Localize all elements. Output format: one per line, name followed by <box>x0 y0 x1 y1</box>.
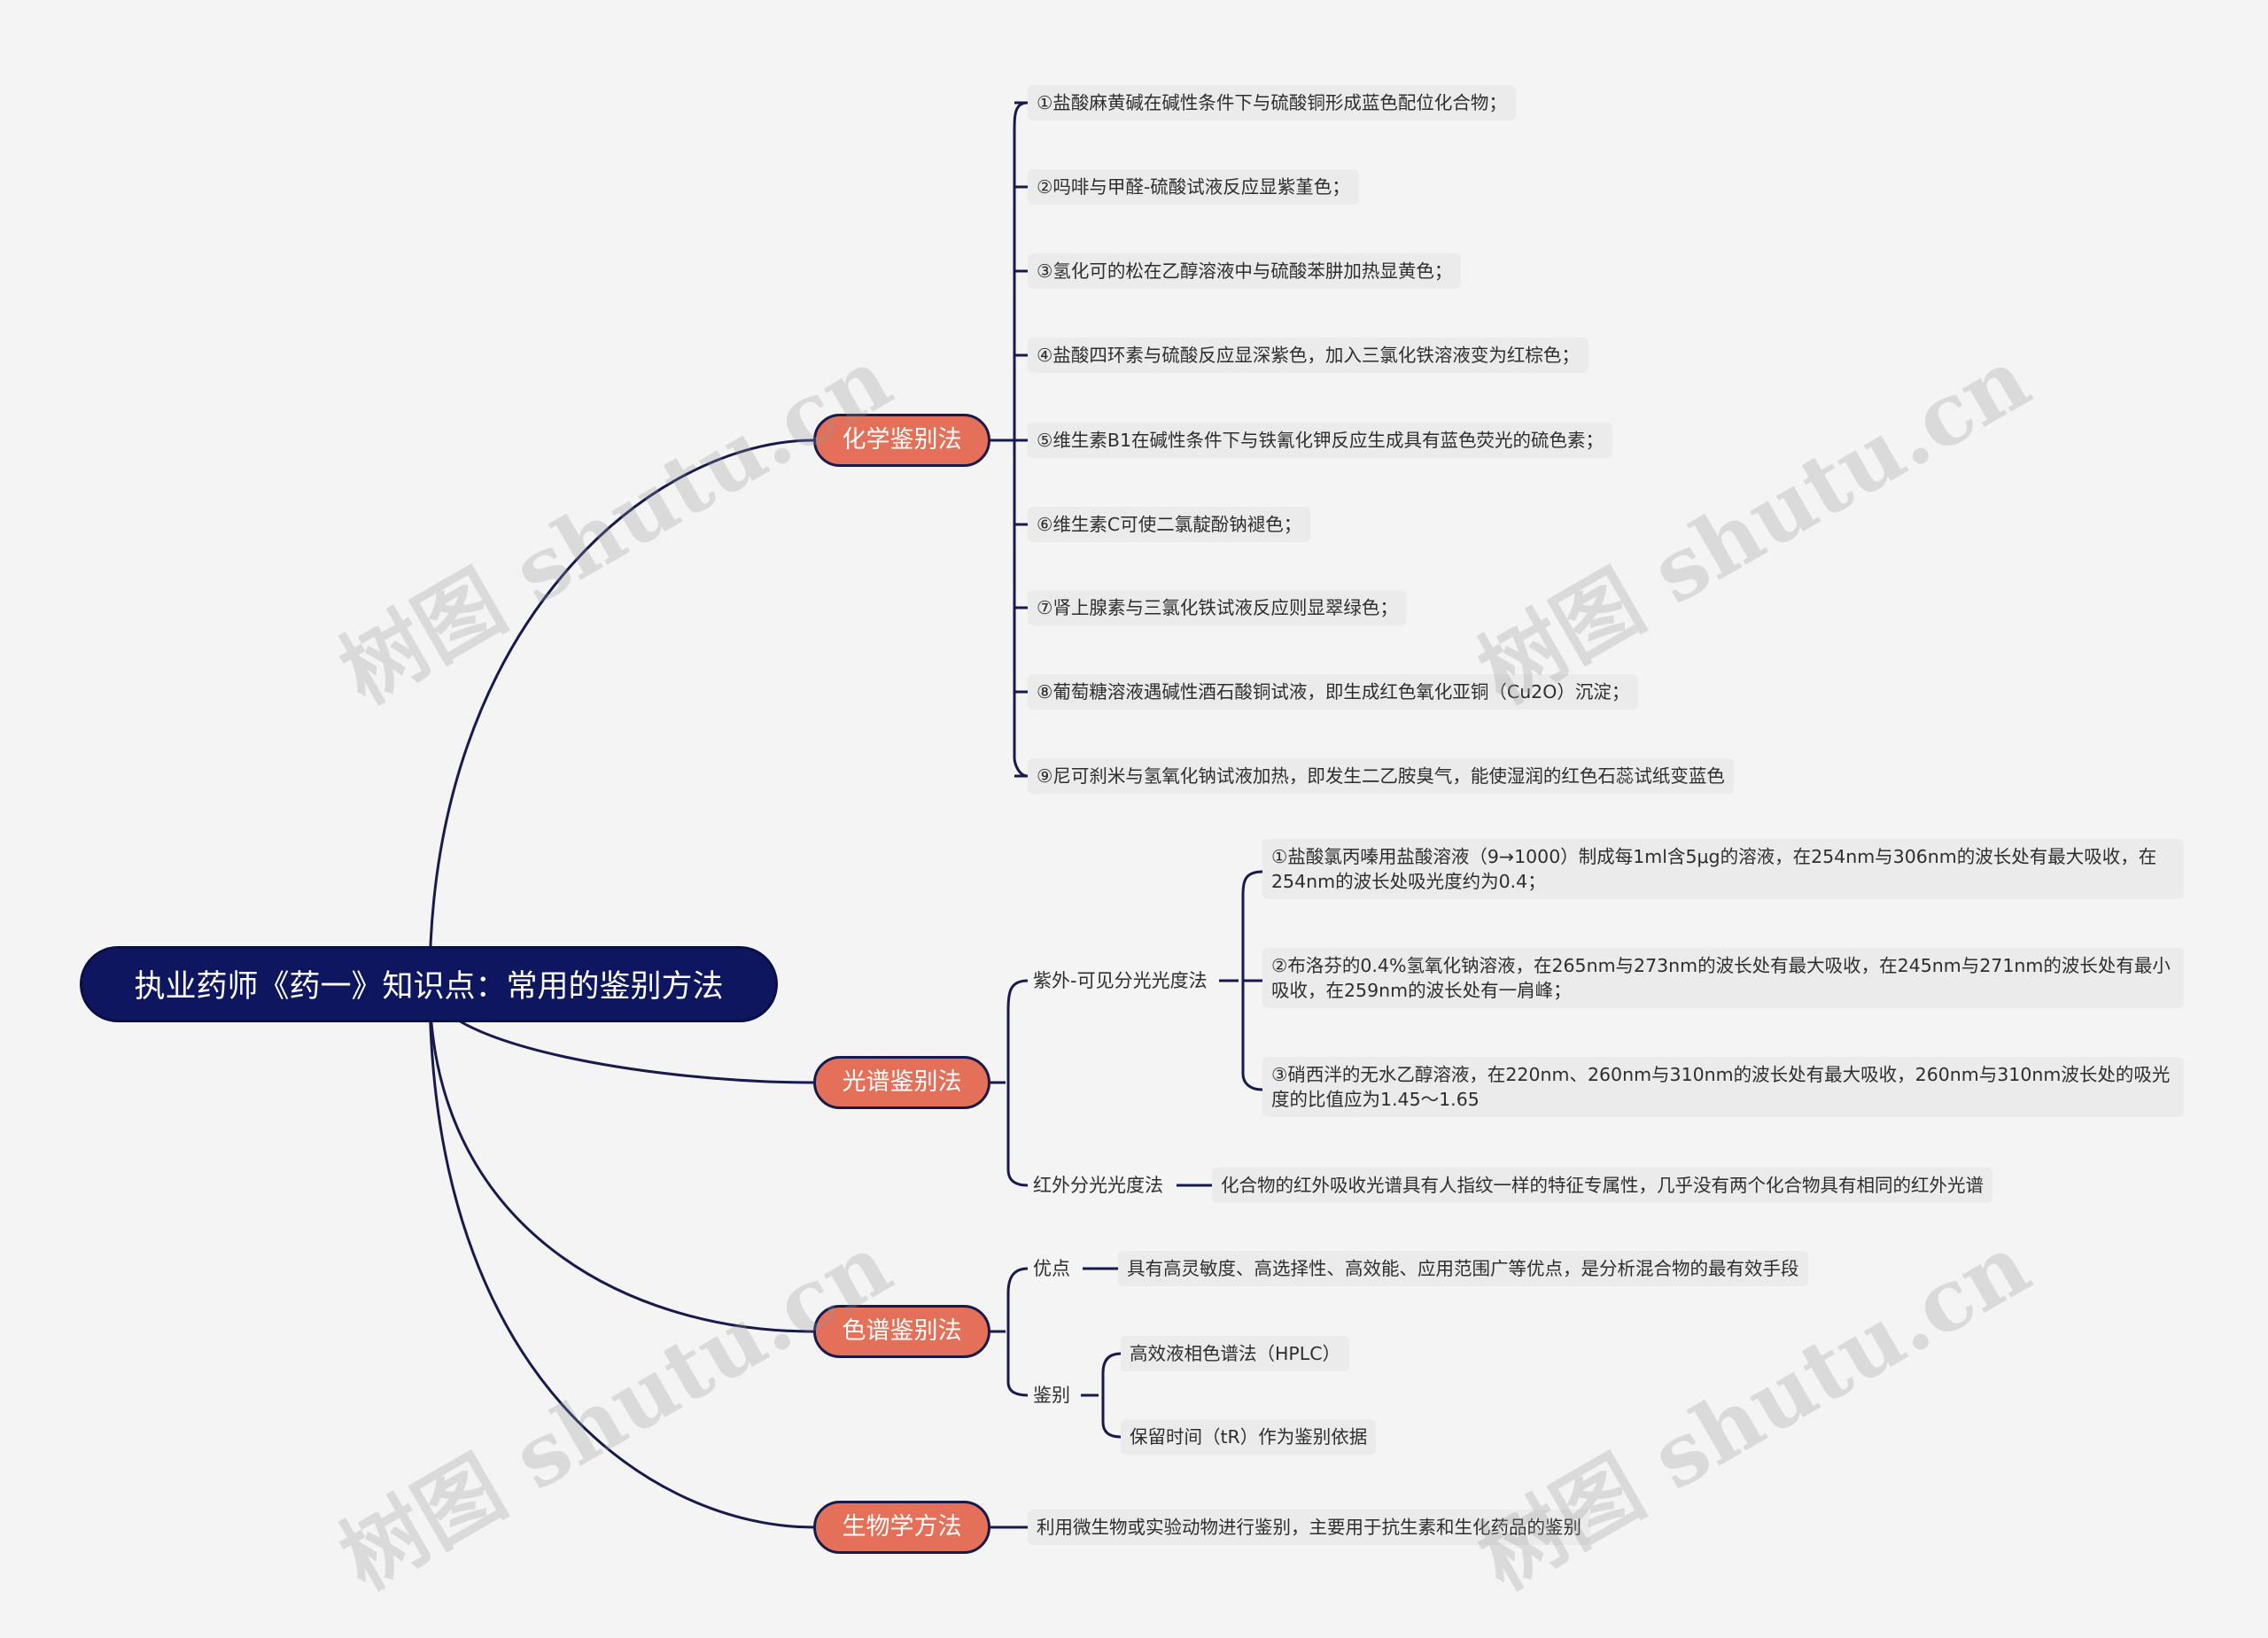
chromatography-identify-item-2[interactable]: 保留时间（tR）作为鉴别依据 <box>1121 1419 1377 1455</box>
uv-item-3[interactable]: ③硝西泮的无水乙醇溶液，在220nm、260nm与310nm的波长处有最大吸收，… <box>1262 1057 2184 1117</box>
chemical-item-4[interactable]: ④盐酸四环素与硫酸反应显深紫色，加入三氯化铁溶液变为红棕色； <box>1028 338 1588 373</box>
chemical-item-6[interactable]: ⑥维生素C可使二氯靛酚钠褪色； <box>1028 507 1311 542</box>
chemical-item-3[interactable]: ③氢化可的松在乙醇溶液中与硫酸苯肼加热显黄色； <box>1028 253 1462 289</box>
chemical-item-2[interactable]: ②吗啡与甲醛-硫酸试液反应显紫堇色； <box>1028 169 1359 205</box>
chemical-item-7[interactable]: ⑦肾上腺素与三氯化铁试液反应则显翠绿色； <box>1028 590 1407 625</box>
biological-item[interactable]: 利用微生物或实验动物进行鉴别，主要用于抗生素和生化药品的鉴别 <box>1028 1510 1590 1545</box>
branch-chemical[interactable]: 化学鉴别法 <box>813 414 990 467</box>
chemical-item-5[interactable]: ⑤维生素B1在碱性条件下与铁氰化钾反应生成具有蓝色荧光的硫色素； <box>1028 423 1612 458</box>
chromatography-identify-item-1[interactable]: 高效液相色谱法（HPLC） <box>1121 1336 1350 1371</box>
branch-chromatography[interactable]: 色谱鉴别法 <box>813 1305 990 1358</box>
branch-biological[interactable]: 生物学方法 <box>813 1501 990 1554</box>
branch-spectral[interactable]: 光谱鉴别法 <box>813 1056 990 1109</box>
ir-item[interactable]: 化合物的红外吸收光谱具有人指纹一样的特征专属性，几乎没有两个化合物具有相同的红外… <box>1212 1168 1992 1203</box>
spectral-uv-label[interactable]: 紫外-可见分光光度法 <box>1033 970 1208 991</box>
chemical-item-1[interactable]: ①盐酸麻黄碱在碱性条件下与硫酸铜形成蓝色配位化合物； <box>1028 85 1516 120</box>
chromatography-advantage-item[interactable]: 具有高灵敏度、高选择性、高效能、应用范围广等优点，是分析混合物的最有效手段 <box>1118 1251 1808 1286</box>
spectral-ir-label[interactable]: 红外分光光度法 <box>1033 1175 1163 1196</box>
chemical-item-9[interactable]: ⑨尼可刹米与氢氧化钠试液加热，即发生二乙胺臭气，能使湿润的红色石蕊试纸变蓝色 <box>1028 758 1734 794</box>
uv-item-2[interactable]: ②布洛芬的0.4%氢氧化钠溶液，在265nm与273nm的波长处有最大吸收，在2… <box>1262 948 2184 1008</box>
chromatography-advantage-label[interactable]: 优点 <box>1033 1258 1070 1279</box>
root-node[interactable]: 执业药师《药一》知识点：常用的鉴别方法 <box>80 946 778 1022</box>
chromatography-identify-label[interactable]: 鉴别 <box>1033 1385 1070 1406</box>
uv-item-1[interactable]: ①盐酸氯丙嗪用盐酸溶液（9→1000）制成每1ml含5μg的溶液，在254nm与… <box>1262 839 2184 899</box>
chemical-item-8[interactable]: ⑧葡萄糖溶液遇碱性酒石酸铜试液，即生成红色氧化亚铜（Cu2O）沉淀； <box>1028 674 1639 710</box>
